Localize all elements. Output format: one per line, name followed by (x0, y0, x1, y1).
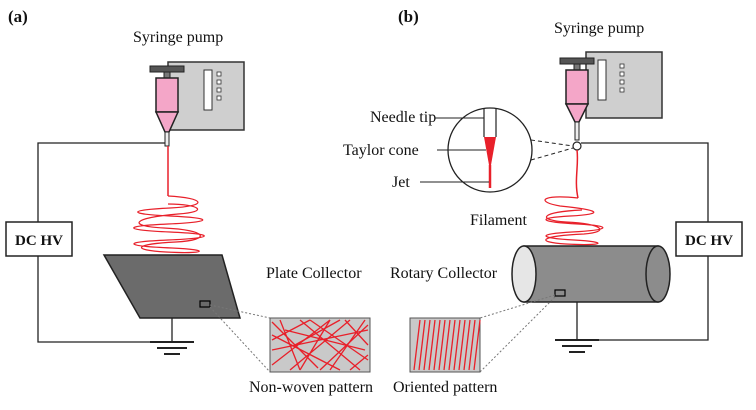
panel-b-pump-body (585, 51, 663, 119)
nonwoven-fiber (279, 319, 301, 371)
panel-a-pump-window (203, 69, 213, 111)
nonwoven-fiber (271, 334, 341, 371)
panel-b-jet-label: Jet (392, 174, 410, 191)
panel-b-rotary-collector (511, 245, 671, 303)
panel-b-sample-marker (554, 289, 566, 297)
panel-b-plunger-rod (573, 63, 581, 71)
panel-b-pump-indicator (619, 87, 625, 93)
panel-a-wire-top (37, 142, 165, 222)
panel-a-pattern-label: Non-woven pattern (249, 379, 373, 396)
panel-b-pump-window (597, 59, 607, 101)
panel-a-wire-bottom (37, 256, 160, 343)
nonwoven-fiber (294, 319, 341, 346)
panel-b-pump-label: Syringe pump (554, 20, 644, 37)
oriented-fiber (428, 319, 436, 371)
panel-a-zoom-line (209, 306, 271, 373)
panel-b-syringe-pump (559, 51, 663, 141)
panel-b-pattern-label: Oriented pattern (393, 379, 497, 396)
panel-b-label: (b) (398, 7, 419, 26)
panel-a-collector-label: Plate Collector (266, 265, 362, 282)
panel-b-power-box (675, 221, 743, 257)
panel-b-wire-bottom (590, 256, 709, 341)
panel-b-needle (574, 121, 580, 141)
panel-a-plunger-rod (163, 71, 171, 79)
panel-b-zoom-line (479, 296, 556, 373)
oriented-fiber (423, 319, 431, 371)
nonwoven-fiber (271, 319, 311, 341)
oriented-fiber (448, 319, 456, 371)
oriented-fiber (453, 319, 461, 371)
oriented-fiber (468, 319, 476, 371)
panel-a-ground-icon (150, 341, 194, 355)
oriented-fiber (438, 319, 446, 371)
panel-a-pump-label: Syringe pump (133, 29, 223, 46)
nonwoven-fiber (299, 319, 361, 371)
panel-b-pump-indicator (619, 63, 625, 69)
panel-b-needle-tip-label: Needle tip (370, 109, 436, 126)
nonwoven-fiber (319, 324, 369, 371)
panel-b-syringe-barrel (565, 69, 589, 105)
panel-a-fiber-coil (133, 195, 205, 254)
panel-a-syringe-pump (149, 61, 245, 147)
nonwoven-fiber (284, 329, 366, 351)
panel-b-pump-indicator (619, 71, 625, 77)
panel-b-inset-link (530, 139, 574, 147)
panel-a-plunger-head (149, 65, 185, 73)
panel-b-wire-top (581, 142, 709, 222)
panel-b-inset-link (530, 147, 574, 161)
oriented-fiber (433, 319, 441, 371)
nonwoven-fiber (271, 319, 331, 366)
panel-b-taylor-cone-label: Taylor cone (343, 142, 419, 159)
panel-b-jet (575, 149, 579, 199)
nonwoven-fiber (329, 319, 366, 371)
panel-b-power-label: DC HV (685, 233, 733, 249)
nonwoven-fiber (309, 319, 369, 361)
panel-b-taylor-cone (484, 137, 496, 165)
oriented-fiber (458, 319, 466, 371)
panel-b-syringe-tip (564, 103, 590, 123)
panel-a-power-box (5, 221, 73, 257)
panel-b-filament-label: Filament (470, 212, 527, 229)
panel-b-oriented-fibers (413, 319, 481, 371)
panel-b-plunger-head (559, 57, 595, 65)
panel-b-drum-end (645, 245, 671, 303)
panel-a-pump-indicator (216, 79, 222, 85)
oriented-fiber (413, 319, 421, 371)
panel-a-label: (a) (8, 7, 28, 26)
panel-a: (a) Syringe pump DC HV (5, 7, 373, 396)
oriented-fiber (473, 319, 481, 371)
oriented-fiber (443, 319, 451, 371)
panel-b-needle-focus (572, 141, 582, 151)
panel-a-syringe-barrel (155, 77, 179, 113)
panel-a-power-label: DC HV (15, 233, 63, 249)
panel-b: (b) Syringe pump DC HV (343, 7, 743, 396)
panel-a-nonwoven-fibers (271, 319, 369, 371)
oriented-fiber (463, 319, 471, 371)
panel-a-sample-marker (199, 300, 211, 308)
panel-b-fiber-coil (544, 196, 604, 246)
nonwoven-fiber (289, 319, 351, 371)
oriented-fiber (418, 319, 426, 371)
panel-b-drum-body (523, 245, 659, 303)
panel-a-plate-collector (102, 254, 241, 319)
panel-b-pump-indicator (619, 79, 625, 85)
panel-b-drum-face (511, 245, 537, 303)
panel-a-pump-indicator (216, 87, 222, 93)
panel-a-needle (164, 131, 170, 147)
panel-b-collector-label: Rotary Collector (390, 265, 498, 282)
panel-b-zoom-line (479, 294, 556, 319)
panel-b-ground-icon (555, 339, 599, 353)
panel-a-pump-indicator (216, 71, 222, 77)
nonwoven-fiber (271, 329, 369, 351)
panel-a-pump-indicator (216, 95, 222, 101)
nonwoven-fiber (349, 354, 369, 371)
